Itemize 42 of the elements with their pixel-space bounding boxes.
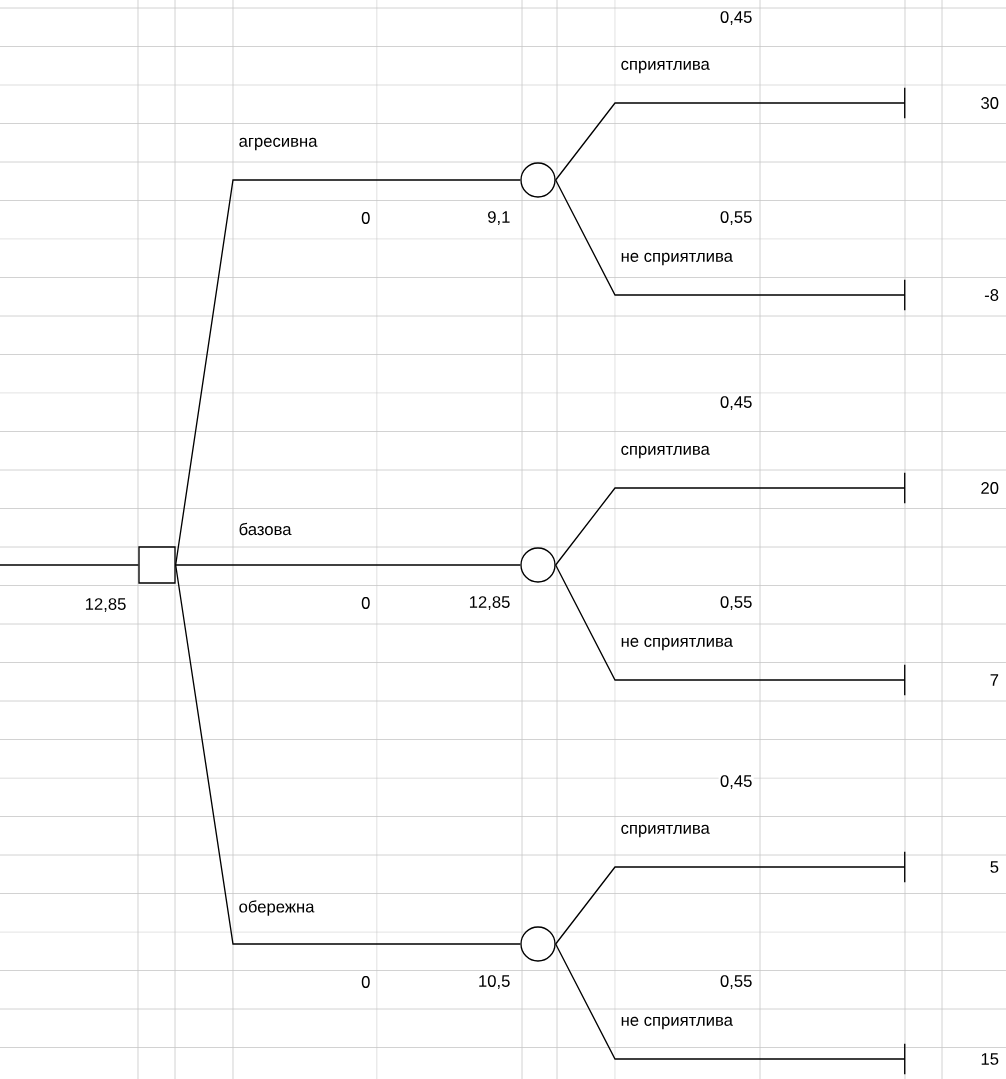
terminal-node: 15 [904,1043,999,1075]
probability-label: 0,45 [718,773,754,791]
probability-label: 0,45 [718,394,754,412]
branch-line [555,102,906,181]
terminal-node: 30 [904,87,999,119]
terminal-node: 20 [904,472,999,504]
value-label: 0 [359,210,372,226]
value-label: 10,5 [476,973,512,991]
branch-line [555,487,906,566]
value-label: 0 [359,595,372,611]
terminal-node: -8 [904,279,999,311]
edge-label: обережна [237,898,316,918]
decision-square [138,546,176,584]
edge-label: сприятлива [619,823,712,839]
chance-circle [520,162,556,198]
edge-label: не сприятлива [619,636,735,652]
branch-line [555,866,906,945]
value-label: 12,85 [467,594,512,612]
branch-line [175,564,521,566]
branch-line [555,943,906,1060]
branch-line [555,564,906,681]
chance-circle [520,547,556,583]
branch-line [0,564,139,566]
edge-label: сприятлива [619,59,712,75]
terminal-node: 7 [904,664,999,696]
edge-label: не сприятлива [619,251,735,267]
edge-label: сприятлива [619,444,712,460]
value-label: 12,85 [83,596,128,614]
branch-line [555,179,906,296]
edge-label: не сприятлива [619,1015,735,1031]
value-label: 9,1 [485,209,512,227]
probability-label: 0,55 [718,594,754,612]
edge-label: базова [237,521,293,537]
probability-label: 0,55 [718,209,754,227]
branch-line [175,564,521,945]
probability-label: 0,55 [718,973,754,991]
edge-label: агресивна [237,136,319,152]
probability-label: 0,45 [718,9,754,27]
terminal-node: 5 [904,851,999,883]
chance-circle [520,926,556,962]
value-label: 0 [359,974,372,990]
branch-line [175,179,521,566]
